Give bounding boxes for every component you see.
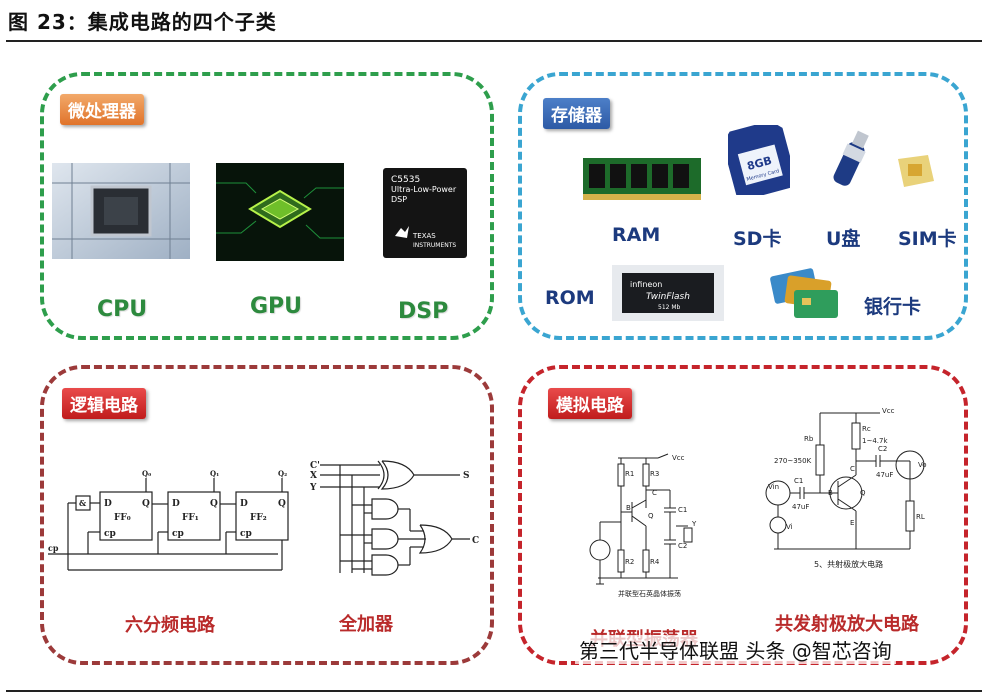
adder-input-x: X [310, 471, 317, 481]
gpu-label: GPU [250, 294, 303, 319]
q2-label: Q₂ [278, 470, 287, 478]
dsp-chip-line-1: C5535 [391, 175, 420, 185]
amp-e: E [850, 519, 854, 527]
svg-text:D: D [104, 499, 112, 509]
amp-rc: Rc [862, 425, 871, 433]
sd-card-image: 8GB Memory Card [728, 125, 790, 195]
cpu-image [52, 163, 190, 259]
svg-text:D: D [240, 499, 248, 509]
six-divider-label: 六分频电路 [125, 615, 215, 636]
svg-text:D: D [172, 499, 180, 509]
dsp-chip-line-3: DSP [391, 195, 407, 204]
analog-tag: 模拟电路 [548, 388, 632, 419]
amp-c1-value: 47uF [792, 503, 809, 511]
bank-card-label: 银行卡 [864, 296, 922, 318]
amp-rc-value: 1~4.7k [862, 437, 888, 445]
amp-c: C [850, 465, 855, 473]
dsp-chip-image: C5535 Ultra-Low-Power DSP TEXAS INSTRUME… [383, 168, 467, 258]
rom-brand: infineon [630, 280, 662, 289]
svg-text:Q: Q [142, 499, 150, 509]
rom-label: ROM [545, 287, 595, 309]
amp-vo: Vo [918, 461, 927, 469]
amp-q: Q [860, 489, 866, 497]
amp-rl: RL [916, 513, 925, 521]
osc-c2: C2 [678, 542, 687, 550]
adder-output-c: C [472, 536, 479, 546]
dsp-chip-line-2: Ultra-Low-Power [391, 185, 457, 194]
dsp-label: DSP [398, 299, 449, 324]
osc-r2: R2 [625, 558, 634, 566]
ram-label: RAM [612, 224, 661, 246]
cpu-label: CPU [97, 297, 148, 322]
ff0-label: FF₀ [114, 513, 131, 523]
amp-vcc: Vcc [882, 407, 895, 415]
logic-tag: 逻辑电路 [62, 388, 146, 419]
usb-drive-image [833, 130, 869, 186]
cp-input-label: cp [48, 543, 59, 553]
osc-y: Y [691, 520, 697, 528]
gpu-image [216, 163, 344, 261]
svg-text:Q: Q [210, 499, 218, 509]
amp-c2-value: 47uF [876, 471, 893, 479]
amp-rb: Rb [804, 435, 814, 443]
watermark: 第三代半导体联盟 头条 @智芯咨询 [575, 635, 896, 664]
amp-b: B [828, 489, 833, 497]
svg-text:&: & [79, 498, 87, 508]
logic-panel [40, 365, 494, 665]
microprocessor-tag: 微处理器 [60, 94, 144, 125]
osc-q: Q [648, 512, 654, 520]
figure-title: 图 23：集成电路的四个子类 [8, 10, 277, 34]
q1-label: Q₁ [210, 470, 219, 478]
amplifier-circuit: Vcc Rb 270~350K Rc 1~4.7k C2 47uF C1 47u… [765, 407, 927, 569]
bank-card-image [770, 268, 838, 318]
amp-vin: Vin [768, 483, 779, 491]
adder-input-c: C' [310, 461, 320, 471]
osc-vcc: Vcc [672, 454, 685, 462]
sim-card-image [898, 155, 934, 187]
full-adder-circuit: C' X Y S C [310, 460, 479, 576]
osc-c: C [652, 489, 657, 497]
microprocessor-panel [40, 72, 494, 340]
top-rule [6, 40, 982, 42]
memory-panel [518, 72, 968, 340]
amp-c2: C2 [878, 445, 887, 453]
osc-c1: C1 [678, 506, 687, 514]
sd-capacity: 8GB [746, 154, 774, 173]
svg-text:Q: Q [278, 499, 286, 509]
rom-product: TwinFlash [646, 292, 690, 302]
adder-input-y: Y [310, 483, 317, 493]
ram-image [583, 158, 701, 200]
osc-r1: R1 [625, 470, 634, 478]
q0-label: Q₀ [142, 470, 151, 478]
memory-tag: 存储器 [543, 98, 610, 129]
amp-rb-value: 270~350K [774, 457, 812, 465]
dsp-brand-2: INSTRUMENTS [413, 242, 456, 249]
ti-logo-icon [395, 226, 409, 238]
sim-card-label: SIM卡 [898, 228, 957, 250]
rom-size: 512 Mb [658, 304, 681, 311]
svg-text:cp: cp [104, 529, 116, 539]
osc-caption: 并联型石英晶体振荡 [618, 589, 681, 598]
six-divider-circuit: D Qcp D Qcp D Qcp & FF₀ FF₁ FF₂ Q₀ Q₁ Q₂ cp [48, 470, 289, 571]
dsp-brand-1: TEXAS [412, 232, 436, 240]
amp-caption: 5、共射极放大电路 [814, 559, 883, 569]
sd-card-label: SD卡 [733, 228, 782, 250]
oscillator-circuit: Vcc R1 R3 R2 R4 C C1 C2 B Q Y 并联型石英晶体振荡 [589, 453, 697, 598]
ff1-label: FF₁ [182, 513, 199, 523]
adder-output-s: S [463, 471, 470, 481]
svg-text:cp: cp [172, 529, 184, 539]
bottom-rule [6, 690, 982, 692]
amp-vi: Vi [786, 523, 793, 531]
ff2-label: FF₂ [250, 513, 267, 523]
rom-chip-image: infineon TwinFlash 512 Mb [612, 265, 724, 321]
full-adder-label: 全加器 [339, 614, 393, 635]
osc-r3: R3 [650, 470, 659, 478]
amplifier-label: 共发射极放大电路 [775, 614, 919, 635]
osc-b: B [626, 504, 631, 512]
svg-text:cp: cp [240, 529, 252, 539]
osc-r4: R4 [650, 558, 660, 566]
usb-drive-label: U盘 [826, 228, 861, 250]
amp-c1: C1 [794, 477, 803, 485]
